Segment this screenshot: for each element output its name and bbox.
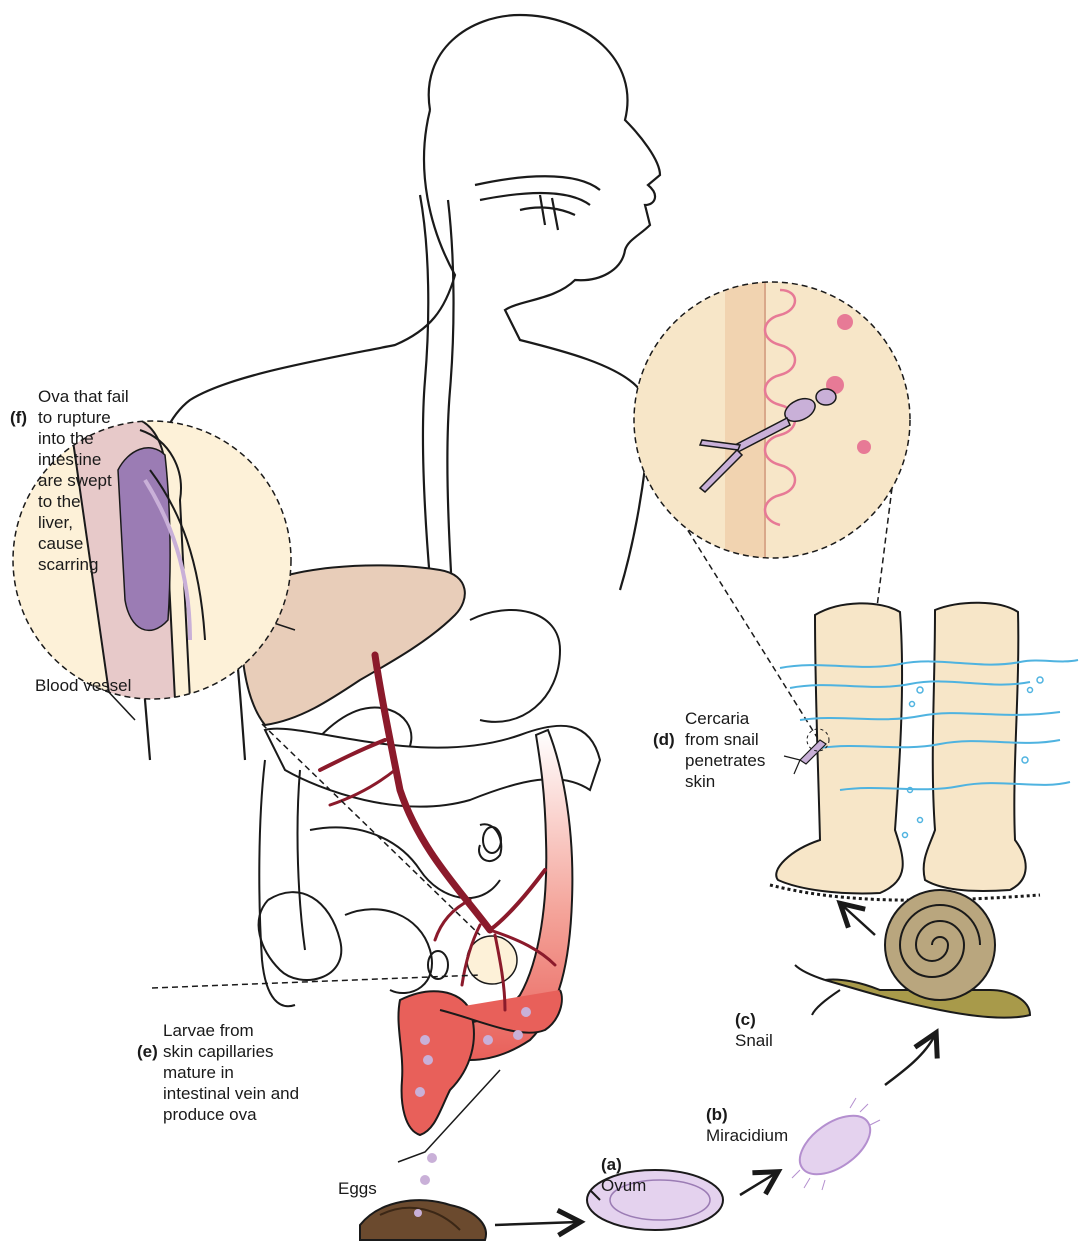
arrow-ovum-to-miracidium [740,1173,776,1195]
colon-detail-spot [467,936,517,984]
arrow-miracidium-to-snail [885,1035,935,1085]
label-c: (c) Snail [735,988,773,1051]
label-a-letter: (a) [601,1155,622,1174]
label-d-letter: (d) [653,730,675,749]
miracidium [790,1098,881,1190]
label-a-text: Ovum [601,1176,646,1195]
label-f: (f) Ova that fail to rupture into the in… [10,386,27,449]
label-e-letter: (e) [137,1042,158,1061]
label-e: (e) Larvae from skin capillaries mature … [137,1020,158,1083]
label-blood-vessel: Blood vessel [35,654,131,696]
snail [795,890,1030,1018]
label-c-letter: (c) [735,1010,756,1029]
label-f-letter: (f) [10,408,27,427]
label-d: (d) Cercaria from snail penetrates skin [653,708,675,771]
label-eggs-text: Eggs [338,1179,377,1198]
label-e-text: Larvae from skin capillaries mature in i… [163,1020,343,1125]
label-blood-vessel-text: Blood vessel [35,676,131,695]
mesenteric-vein [320,655,555,1010]
label-a: (a) Ovum [601,1133,646,1196]
label-b: (b) Miracidium [706,1083,788,1146]
arrow-feces-to-ovum [495,1222,578,1225]
left-leg [776,603,903,893]
falling-eggs [420,1153,437,1185]
arrow-snail-to-cercaria [842,905,875,935]
label-c-text: Snail [735,1031,773,1050]
label-eggs: Eggs [338,1157,377,1199]
right-leg [924,603,1026,891]
feces [360,1200,486,1240]
label-b-letter: (b) [706,1105,728,1124]
legs-in-water [770,603,1078,900]
label-b-text: Miracidium [706,1126,788,1145]
label-f-text: Ova that fail to rupture into the intest… [38,386,148,575]
label-d-text: Cercaria from snail penetrates skin [685,708,785,792]
skin-magnified [634,270,910,570]
